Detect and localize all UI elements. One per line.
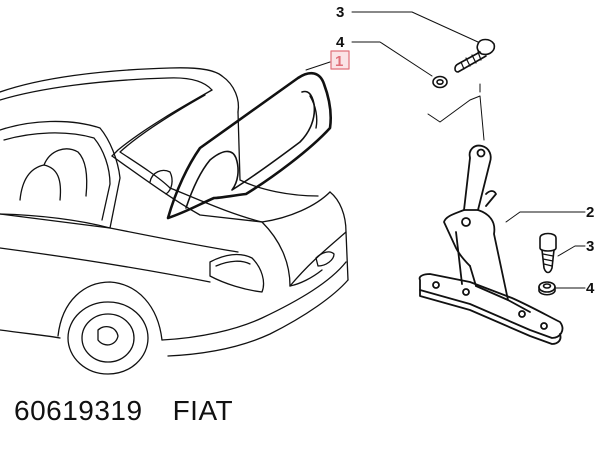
plate-recess	[289, 269, 323, 287]
bolt-lower-shank	[541, 249, 555, 274]
seat-outline	[19, 164, 62, 201]
body-crease	[0, 247, 211, 283]
trunk-lid-edge	[309, 95, 318, 129]
base-hole-2	[462, 288, 470, 296]
base-hole-3	[518, 310, 526, 318]
car-body	[0, 67, 349, 375]
rear-quarter	[237, 111, 319, 197]
exhaust	[315, 251, 335, 267]
rear-wheel	[67, 301, 149, 375]
leader-line-2	[505, 211, 586, 223]
hinge-link	[485, 190, 497, 207]
washer-top	[432, 75, 448, 89]
callout-3-lower: 3	[586, 238, 594, 255]
leader-line-3a	[351, 11, 479, 43]
hinge-arm-body	[443, 209, 471, 267]
side-window	[0, 120, 121, 229]
base-hole-1	[432, 281, 440, 289]
leader-line-4a	[351, 41, 433, 77]
rocker-line	[0, 329, 61, 339]
callout-3-top: 3	[336, 4, 344, 21]
bolt-top	[454, 38, 496, 73]
hinge-base-flange	[419, 289, 562, 345]
bumper-edge	[345, 231, 349, 281]
trunk-opening	[169, 187, 331, 223]
seat-outline-2	[43, 148, 88, 197]
callout-4-top: 4	[336, 34, 345, 51]
hinge-pivot-mid	[461, 217, 471, 227]
body-side	[0, 213, 239, 253]
rear-bumper	[161, 261, 347, 341]
washer-lower-inner	[542, 283, 552, 289]
wheel-hub	[97, 325, 119, 346]
hinge-upper-arm	[463, 144, 492, 211]
rear-wheel-rim	[81, 313, 135, 363]
car-roof-inner	[0, 77, 213, 101]
leader-line-1	[305, 61, 331, 71]
bolt-lower	[539, 232, 557, 274]
part-number: 60619319	[14, 395, 143, 426]
rear-deck	[111, 155, 263, 223]
rear-window-inner	[119, 94, 206, 189]
part-caption: 60619319 FIAT	[14, 395, 263, 427]
headrest	[149, 169, 173, 195]
tail-light-lens	[215, 260, 251, 267]
washer-top-outer	[432, 75, 448, 89]
washer-top-inner	[436, 79, 444, 86]
leader-line-3b	[557, 245, 586, 257]
bolt-lower-thread	[542, 253, 554, 267]
assembly-axis	[427, 83, 485, 141]
wheel-arch	[57, 281, 163, 341]
hinge-post	[455, 231, 477, 287]
hinge-pivot-top	[476, 148, 486, 158]
trunk-lid	[166, 71, 333, 220]
washer-lower-side	[538, 286, 556, 296]
rear-window	[111, 89, 213, 157]
bolt-lower-head	[539, 232, 557, 252]
tail-light	[209, 253, 265, 293]
car-roof-line	[0, 67, 223, 93]
hinge-base-plate	[418, 273, 564, 339]
rear-bumper-lower	[167, 279, 349, 357]
callout-4-lower: 4	[586, 280, 595, 297]
rear-pillar	[221, 75, 240, 113]
washer-lower	[538, 281, 556, 296]
brand-name: FIAT	[172, 395, 234, 426]
trunk-lid-outer	[166, 71, 333, 220]
base-hole-4	[540, 322, 548, 330]
side-window-inner	[3, 132, 111, 221]
base-rib	[475, 285, 531, 313]
bolt-top-thread	[460, 51, 482, 70]
callout-1: 1	[335, 53, 343, 70]
bolt-top-head	[476, 38, 496, 56]
bolt-top-shank	[454, 51, 487, 73]
rear-panel	[261, 221, 291, 287]
callout-2: 2	[586, 204, 594, 221]
callout-1-box	[330, 50, 350, 70]
hinge-assembly	[418, 144, 564, 345]
hinge-arm-side	[477, 209, 509, 301]
